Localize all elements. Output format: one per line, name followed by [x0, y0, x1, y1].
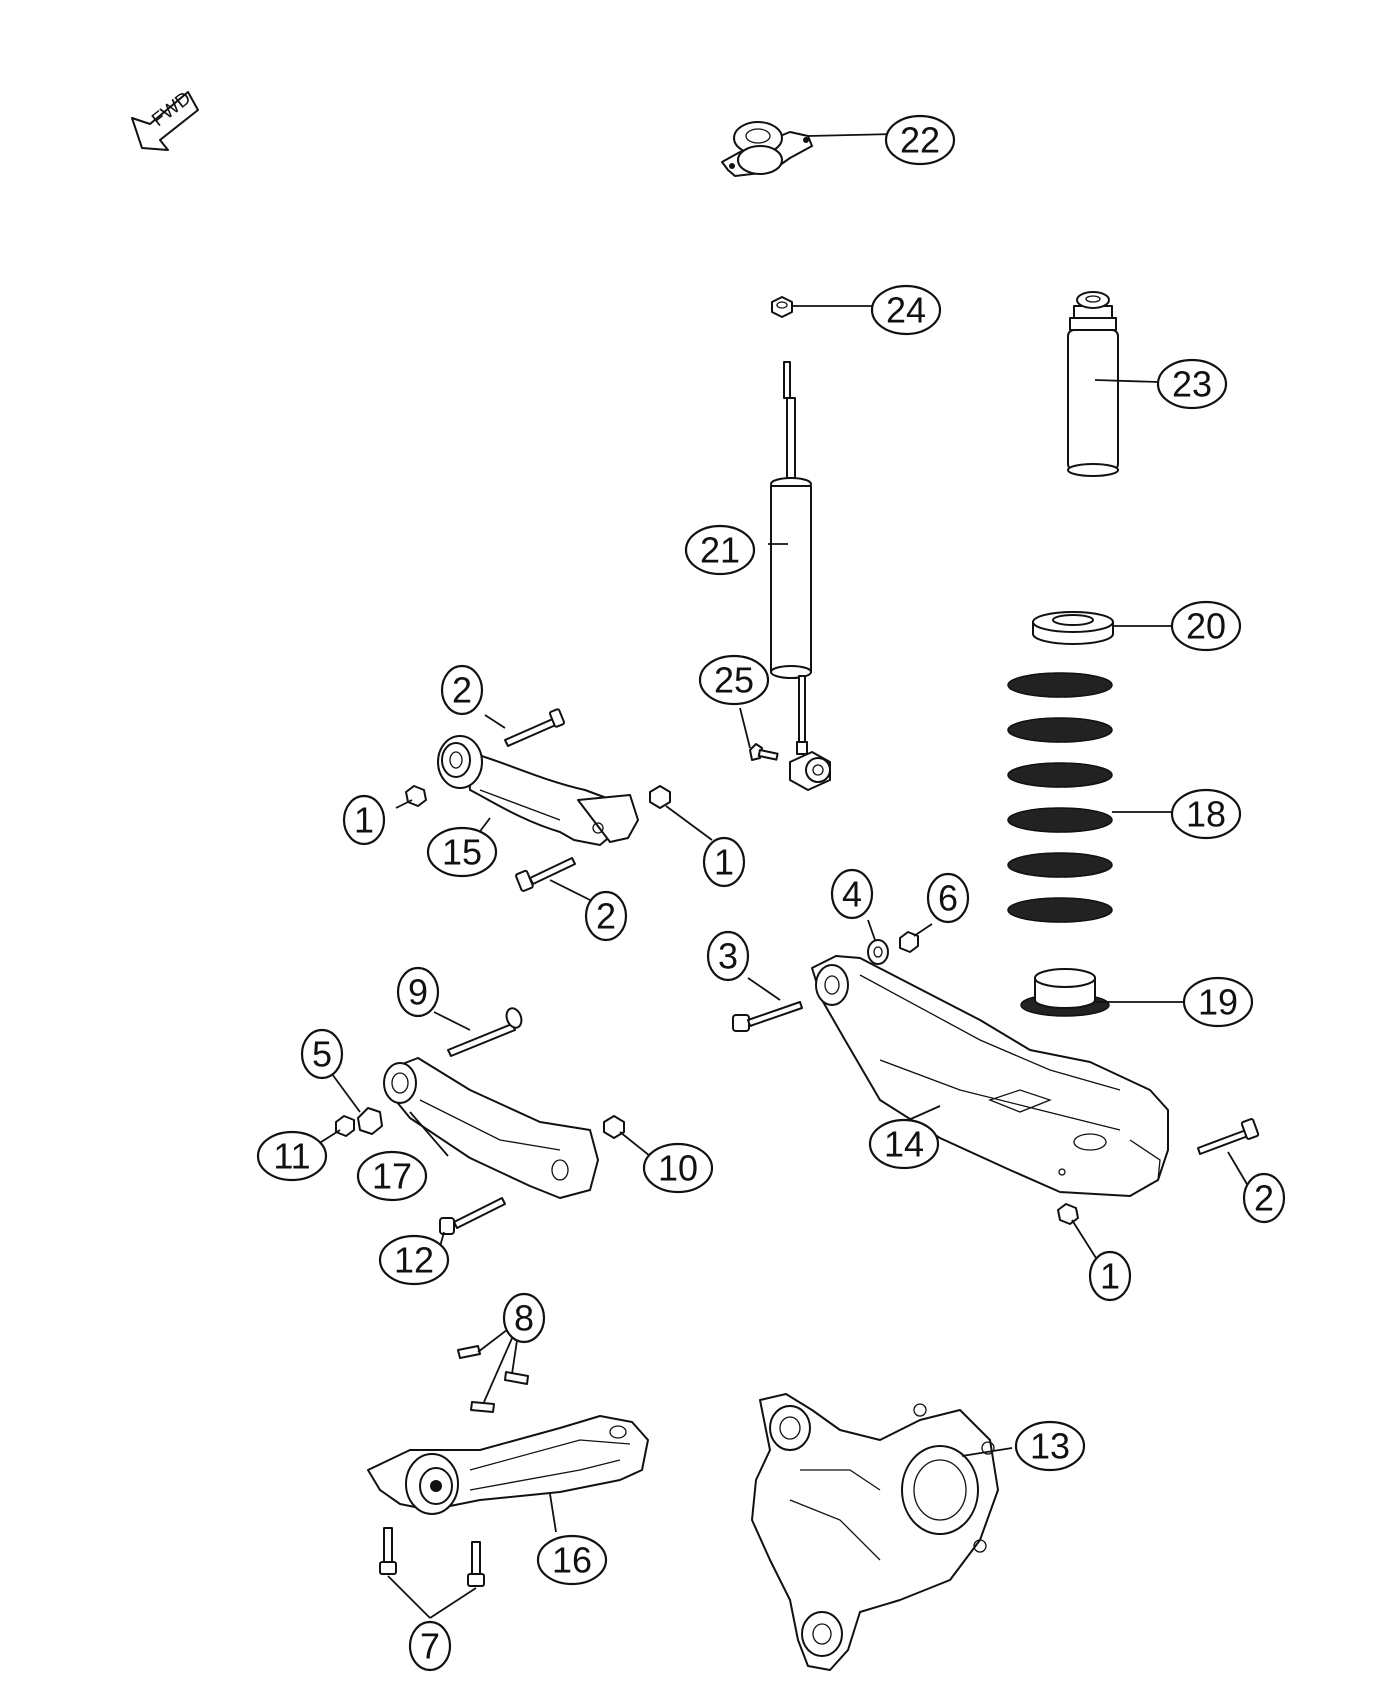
callout-8-label: 8 — [514, 1298, 534, 1339]
callout-17-label: 17 — [372, 1156, 412, 1197]
part-13-knuckle — [751, 1393, 999, 1671]
callout-16: 16 — [536, 1534, 608, 1586]
callout-11: 11 — [256, 1130, 328, 1182]
part-4-washer — [867, 939, 889, 965]
callout-1-lower-right: 1 — [1088, 1250, 1132, 1302]
callout-12-label: 12 — [394, 1240, 434, 1281]
callout-12: 12 — [378, 1234, 450, 1286]
callout-14-label: 14 — [884, 1124, 924, 1165]
callout-24: 24 — [870, 284, 942, 336]
callout-1-upper-right: 1 — [702, 836, 746, 888]
part-2-bolt-upper-b — [515, 857, 576, 892]
part-23-jounce-bumper-dust-boot — [1067, 291, 1119, 477]
callout-15-label: 15 — [442, 832, 482, 873]
callout-25: 25 — [698, 654, 770, 706]
callout-19: 19 — [1182, 976, 1254, 1028]
part-9-eccentric-bolt — [447, 1007, 523, 1057]
callout-13: 13 — [1014, 1420, 1086, 1472]
part-11-nut — [335, 1115, 355, 1137]
callout-7: 7 — [408, 1620, 452, 1672]
callout-7-label: 7 — [420, 1626, 440, 1667]
callout-4-label: 4 — [842, 874, 862, 915]
callout-1-upper-right-label: 1 — [714, 842, 734, 883]
callout-16-label: 16 — [552, 1540, 592, 1581]
callout-8: 8 — [502, 1292, 546, 1344]
part-1-nut-upper-right — [649, 785, 671, 809]
callout-20: 20 — [1170, 600, 1242, 652]
part-24-nut — [771, 296, 793, 318]
part-19-lower-spring-seat — [1020, 968, 1110, 1017]
callout-24-label: 24 — [886, 290, 926, 331]
part-8-studs — [457, 1345, 529, 1413]
part-2-bolt-lower-right — [1197, 1118, 1260, 1155]
callout-9-label: 9 — [408, 972, 428, 1013]
callout-11-label: 11 — [273, 1136, 310, 1177]
callout-22-label: 22 — [900, 120, 940, 161]
callout-22: 22 — [884, 114, 956, 166]
callout-2-lower-right: 2 — [1242, 1172, 1286, 1224]
part-12-bolt — [439, 1197, 506, 1235]
callout-4: 4 — [830, 868, 874, 920]
callout-25-label: 25 — [714, 660, 754, 701]
part-5-eccentric-washer — [357, 1107, 383, 1135]
callout-18-label: 18 — [1186, 794, 1226, 835]
callout-20-label: 20 — [1186, 606, 1226, 647]
callout-3-label: 3 — [718, 936, 738, 977]
part-6-nut — [899, 931, 919, 953]
callout-5: 5 — [300, 1028, 344, 1080]
callout-18: 18 — [1170, 788, 1242, 840]
part-20-upper-spring-isolator — [1032, 611, 1114, 645]
callout-2-lower-right-label: 2 — [1254, 1178, 1274, 1219]
part-18-coil-spring — [1007, 672, 1113, 923]
callout-14: 14 — [868, 1118, 940, 1170]
part-1-nut-upper-left — [405, 785, 427, 807]
part-3-bolt — [732, 1001, 803, 1032]
callout-2-upper-a-label: 2 — [452, 670, 472, 711]
callout-2-upper-b: 2 — [584, 890, 628, 942]
callout-15: 15 — [426, 826, 498, 878]
part-10-nut — [603, 1115, 625, 1139]
part-21-shock-absorber — [770, 361, 831, 791]
callout-3: 3 — [706, 930, 750, 982]
callout-9: 9 — [396, 966, 440, 1018]
callout-21: 21 — [684, 524, 756, 576]
callout-1-upper-left: 1 — [342, 794, 386, 846]
part-25-bolt — [749, 743, 779, 761]
callout-1-upper-left-label: 1 — [354, 800, 374, 841]
callout-19-label: 19 — [1198, 982, 1238, 1023]
forward-direction-arrow: FWD — [131, 88, 199, 151]
part-14-lower-control-arm — [811, 955, 1169, 1197]
callout-6-label: 6 — [938, 878, 958, 919]
callout-2-upper-a: 2 — [440, 664, 484, 716]
callout-17: 17 — [356, 1150, 428, 1202]
callout-13-label: 13 — [1030, 1426, 1070, 1467]
callout-2-upper-b-label: 2 — [596, 896, 616, 937]
callout-10-label: 10 — [658, 1148, 698, 1189]
callout-21-label: 21 — [700, 530, 740, 571]
part-15-upper-control-arm — [437, 735, 639, 846]
callout-10: 10 — [642, 1142, 714, 1194]
part-22-upper-shock-mount — [721, 121, 813, 177]
part-2-bolt-upper-a — [504, 708, 566, 747]
callout-6: 6 — [926, 872, 970, 924]
callout-1-lower-right-label: 1 — [1100, 1256, 1120, 1297]
callout-5-label: 5 — [312, 1034, 332, 1075]
part-17-toe-link — [383, 1057, 599, 1199]
callout-23-label: 23 — [1172, 364, 1212, 405]
part-7-bolts — [379, 1527, 485, 1587]
part-16-trailing-arm — [367, 1415, 649, 1515]
part-1-nut-lower-right — [1057, 1203, 1079, 1225]
callout-23: 23 — [1156, 358, 1228, 410]
